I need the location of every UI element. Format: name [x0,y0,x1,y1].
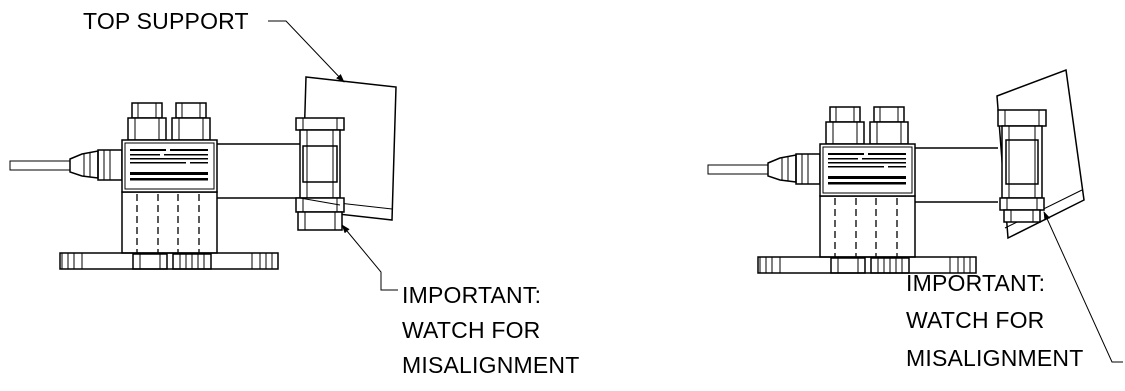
right-warning-line-2: WATCH FOR [906,307,1045,333]
left-warning-line-3: MISALIGNMENT [402,352,580,378]
left-warning-line-2: WATCH FOR [402,317,541,343]
left-load-cell-assembly [9,20,398,291]
left-warning-line-1: IMPORTANT: [402,282,542,308]
right-warning-line-3: MISALIGNMENT [906,345,1084,371]
right-warning-line-1: IMPORTANT: [906,270,1046,296]
top-support-label: TOP SUPPORT [83,8,249,34]
right-load-cell-assembly [707,68,1123,363]
